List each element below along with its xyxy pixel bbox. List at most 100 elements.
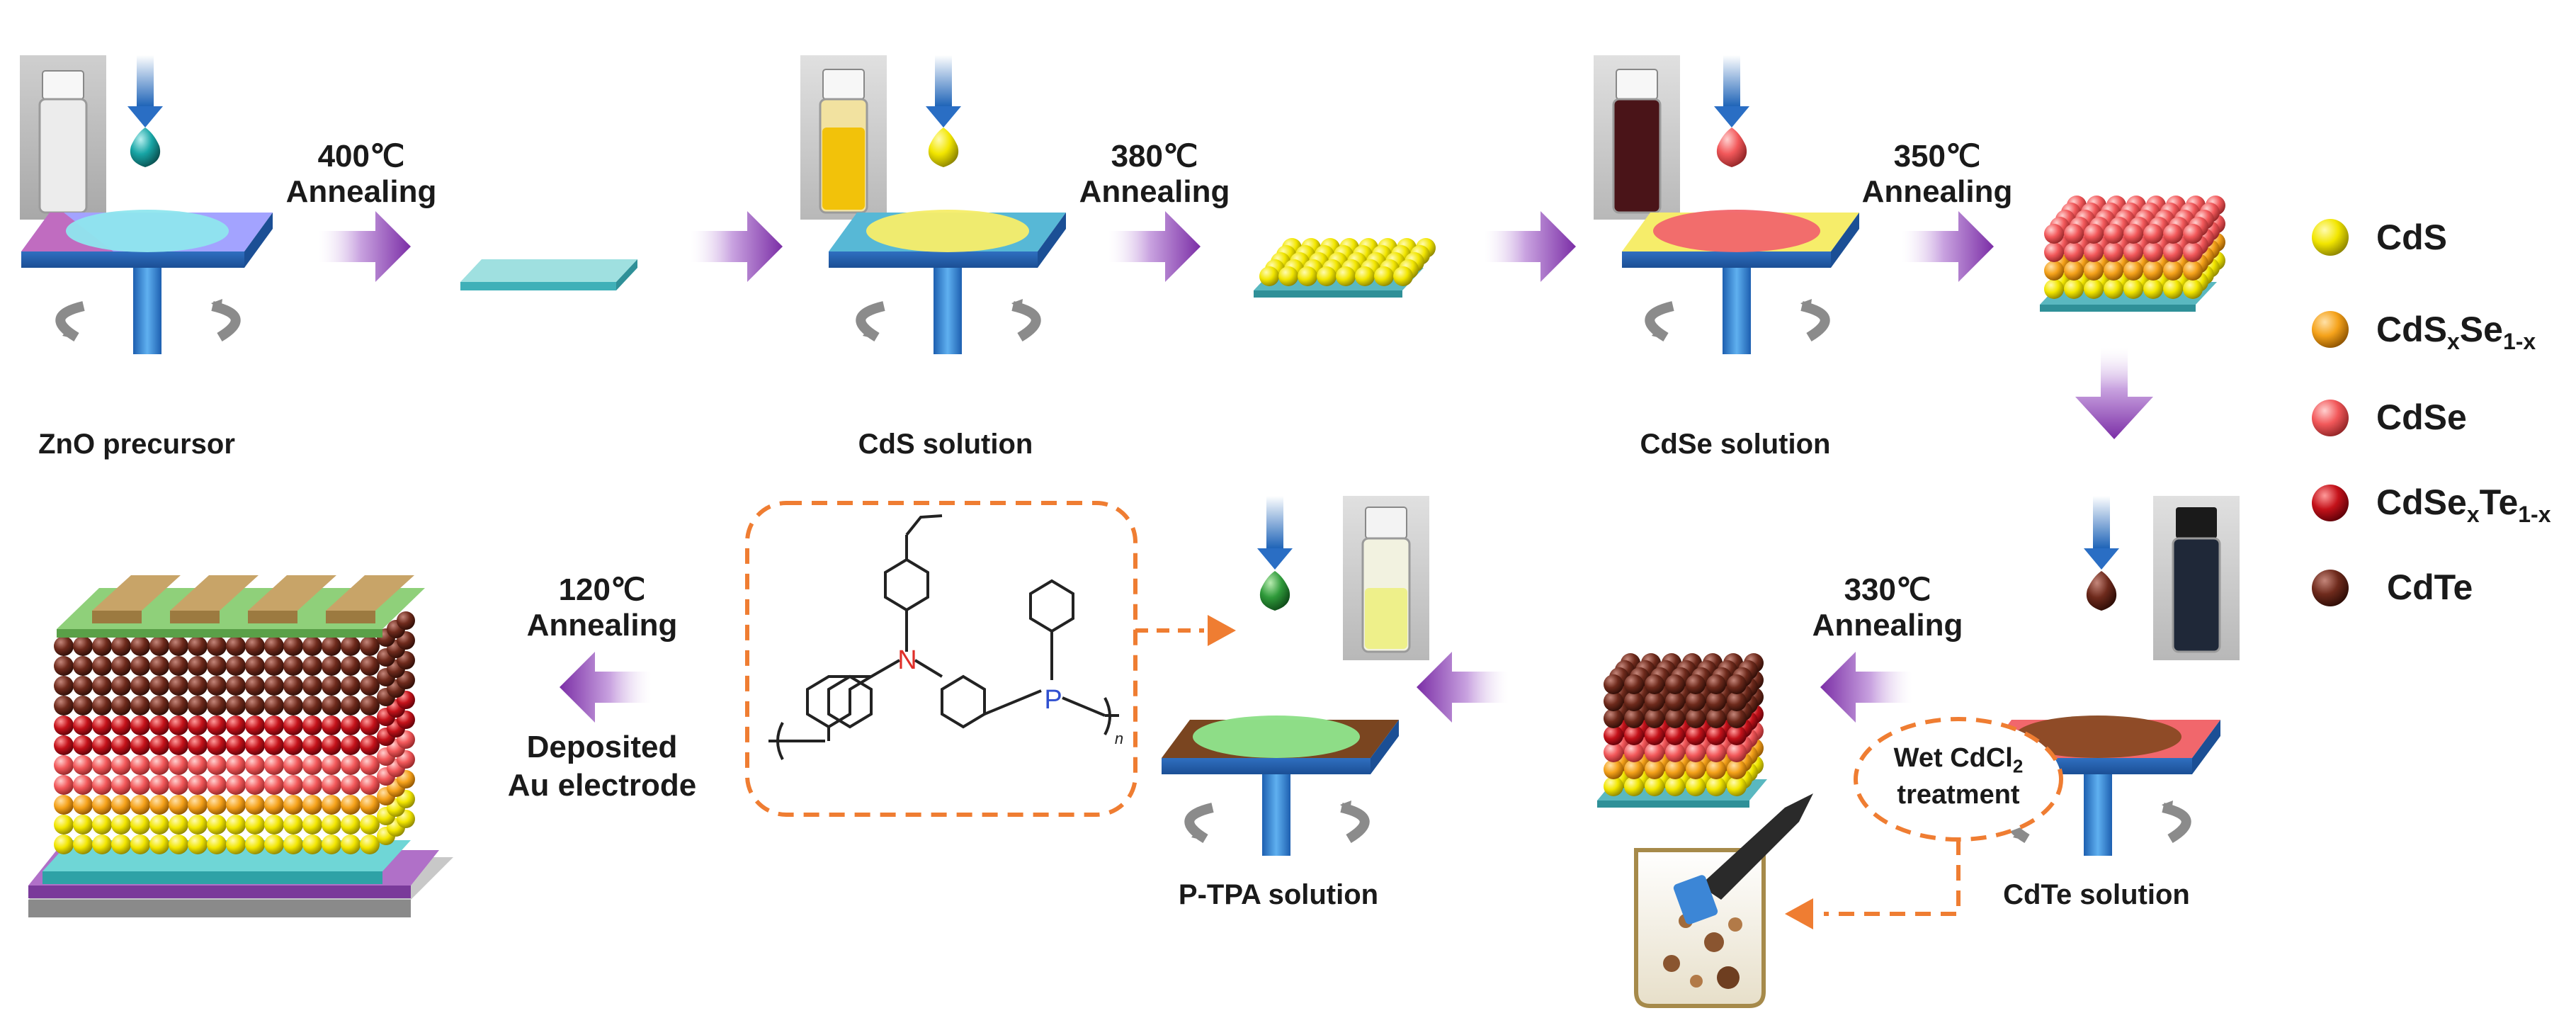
cdse-spin-coater <box>1622 210 1859 354</box>
anneal-word-380: Annealing <box>1079 174 1230 209</box>
treatment-line-1: Wet CdCl2 <box>1863 742 2054 778</box>
cdte-dropper <box>2084 496 2119 611</box>
device-particle <box>149 696 169 716</box>
device-particle <box>283 815 303 835</box>
device-particle <box>188 716 208 735</box>
device-particle <box>169 795 188 815</box>
anneal-temp-330: 330℃ <box>1844 572 1931 607</box>
device-particle <box>341 636 361 656</box>
device-particle <box>54 676 74 696</box>
device-particle <box>302 795 322 815</box>
cds-particle <box>1393 266 1413 286</box>
device-particle <box>360 696 380 716</box>
cdte-cube-particle <box>1624 759 1644 779</box>
cds-dropper <box>926 55 961 167</box>
cdse-stack-particle <box>2084 261 2104 281</box>
legend-swatch <box>2312 570 2349 606</box>
device-particle-side <box>397 611 415 630</box>
device-particle <box>264 716 284 735</box>
device-particle <box>207 656 227 676</box>
cdte-cube-particle <box>1686 725 1706 745</box>
device-particle <box>360 815 380 835</box>
cdte-cube-particle <box>1604 759 1623 779</box>
device-particle <box>264 815 284 835</box>
cdse-stack-particle <box>2183 224 2203 244</box>
device-particle <box>322 795 341 815</box>
device-particle <box>226 636 246 656</box>
cdte-cube-particle <box>1645 708 1664 728</box>
device-particle <box>322 716 341 735</box>
down-arrow <box>2075 347 2153 439</box>
device-ptpa-side <box>57 629 382 638</box>
device-particle <box>73 735 93 755</box>
device-particle <box>54 696 74 716</box>
legend-label-cdse: CdSe <box>2376 397 2467 437</box>
cdte-cube-particle <box>1686 742 1706 762</box>
device-particle <box>264 656 284 676</box>
ptpa-photo <box>1343 496 1429 660</box>
zno-layer <box>460 259 637 290</box>
device-particle <box>264 676 284 696</box>
device-particle <box>322 835 341 854</box>
cdse-stack-particle <box>2163 279 2183 299</box>
device-particle <box>54 636 74 656</box>
device-particle <box>92 636 112 656</box>
device-au-finger-top <box>248 575 336 611</box>
device-particle <box>283 676 303 696</box>
device-particle <box>92 815 112 835</box>
device-particle <box>226 755 246 775</box>
legend-swatch <box>2312 400 2349 436</box>
device-particle <box>54 795 74 815</box>
legend-label-cds: CdS <box>2376 217 2447 257</box>
device-particle <box>360 656 380 676</box>
device-particle <box>283 775 303 795</box>
cdte-cube-particle <box>1686 759 1706 779</box>
device-particle <box>54 755 74 775</box>
device-particle <box>207 795 227 815</box>
device-particle <box>226 676 246 696</box>
device-particle <box>245 636 265 656</box>
device-particle <box>169 755 188 775</box>
device-particle <box>322 656 341 676</box>
device-particle <box>169 716 188 735</box>
device-particle <box>169 775 188 795</box>
cdse-stack-particle <box>2104 279 2123 299</box>
device-particle <box>360 636 380 656</box>
device-particle <box>302 735 322 755</box>
device-particle <box>149 775 169 795</box>
device-particle <box>245 735 265 755</box>
cdse-stack-particle <box>2183 242 2203 262</box>
cdte-cube-particle <box>1727 759 1747 779</box>
device-au-finger-top <box>92 575 181 611</box>
stack-substrate-edge <box>2040 305 2196 312</box>
cdte-cube-particle <box>1665 691 1685 711</box>
cdcl2-treatment-callout <box>1785 717 2063 929</box>
cds-particle <box>1355 266 1375 286</box>
cdte-photo <box>2153 496 2240 660</box>
cdse-stack-particle <box>2044 261 2064 281</box>
device-particle <box>73 815 93 835</box>
device-particle <box>149 735 169 755</box>
treatment-line-2: treatment <box>1897 780 2020 810</box>
device-particle <box>188 755 208 775</box>
device-particle <box>111 716 131 735</box>
device-particle <box>73 775 93 795</box>
cds-particle <box>1278 266 1298 286</box>
cdte-cube-particle <box>1686 674 1706 694</box>
cdse-stack-particle <box>2064 261 2084 281</box>
device-particle <box>188 815 208 835</box>
device-particle <box>111 696 131 716</box>
cds-spin-coater <box>829 210 1066 354</box>
cdse-stack-particle <box>2163 261 2183 281</box>
cdte-cube-particle <box>1686 708 1706 728</box>
device-particle <box>188 735 208 755</box>
device-particle <box>302 755 322 775</box>
deposit-line-2: Au electrode <box>507 768 697 803</box>
step-ptpa-solution: P-TPA solution <box>1178 879 1379 910</box>
device-particle <box>245 795 265 815</box>
device-particle <box>302 716 322 735</box>
cdse-stack-particle <box>2104 224 2123 244</box>
device-particle <box>283 656 303 676</box>
cdte-cube-particle <box>1624 691 1644 711</box>
cdte-cube-particle <box>1624 708 1644 728</box>
